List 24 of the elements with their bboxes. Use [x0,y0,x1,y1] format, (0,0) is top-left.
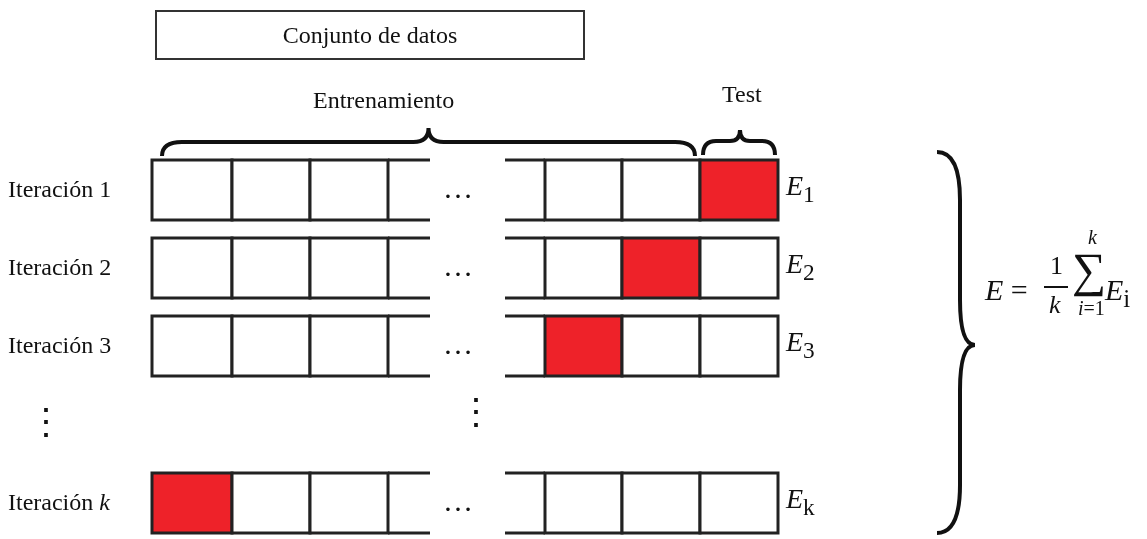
dataset-box [155,10,585,60]
error-label: E$_{3}$ [786,328,815,362]
formula-text: i=1 [1078,298,1105,318]
ellipsis: … [443,486,473,516]
formula-text: k [1049,292,1061,318]
error-label: E$_{2}$ [786,250,815,284]
vertical-ellipsis: ⋮ [28,404,64,440]
row-label: Iteración 3 [8,333,112,357]
section-label: Test [722,82,762,106]
ellipsis: … [443,329,473,359]
row-label: Iteración 1 [8,177,112,201]
error-label: E$_{k}$ [786,485,815,519]
formula-text: E$_{i}$ [1105,275,1131,311]
formula-text: E = [985,275,1028,305]
row-label: Iteración 2 [8,255,112,279]
ellipsis: … [443,251,473,281]
dataset-title: Conjunto de datos [282,21,458,49]
error-label: E$_{1}$ [786,172,815,206]
formula-text: 1 [1050,253,1063,279]
formula-text: k [1088,227,1097,247]
vertical-ellipsis: ⋮ [458,394,494,430]
section-label: Entrenamiento [313,88,455,112]
row-label: Iteración k [8,490,110,514]
ellipsis: … [443,173,473,203]
